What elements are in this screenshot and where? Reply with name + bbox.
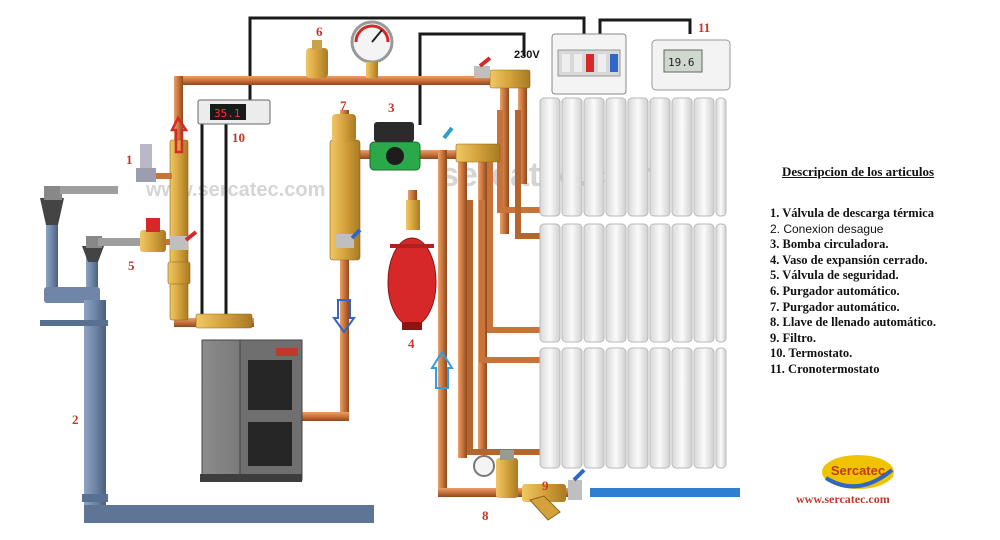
callout-10: 10 bbox=[232, 130, 245, 145]
electrical-panel: 230V bbox=[514, 33, 627, 95]
filter bbox=[522, 468, 586, 521]
legend-item-2: 2. Conexion desague bbox=[770, 221, 884, 236]
circulator-pump bbox=[369, 122, 421, 171]
brand-logo: Sercatec bbox=[798, 452, 918, 497]
callout-2: 2 bbox=[72, 412, 79, 427]
brass-fittings bbox=[167, 69, 531, 329]
legend-item-3: 3. Bomba circuladora. bbox=[770, 237, 889, 252]
radiator-top bbox=[539, 97, 727, 217]
legend-item-5: 5. Válvula de seguridad. bbox=[770, 268, 899, 283]
callout-1: 1 bbox=[126, 152, 133, 167]
callout-11: 11 bbox=[698, 20, 710, 35]
callout-6: 6 bbox=[316, 24, 323, 39]
automatic-fill-valve bbox=[473, 450, 518, 498]
voltage-label: 230V bbox=[514, 49, 540, 61]
legend: Descripcion de los articulos 1. Válvula … bbox=[762, 164, 994, 378]
legend-item-6: 6. Purgador automático. bbox=[770, 283, 900, 298]
legend-item-9: 9. Filtro. bbox=[770, 330, 816, 345]
chronothermostat: 19.6 bbox=[651, 39, 731, 91]
thermal-discharge-valve bbox=[136, 144, 172, 182]
brand-name: Sercatec bbox=[831, 463, 885, 478]
automatic-air-vent-top bbox=[306, 40, 328, 78]
callout-3: 3 bbox=[388, 100, 395, 115]
flow-arrow-up-cyan bbox=[430, 350, 454, 389]
website-link[interactable]: www.sercatec.com bbox=[796, 492, 890, 506]
automatic-air-vent-7 bbox=[332, 114, 356, 142]
radiator-middle bbox=[539, 223, 727, 343]
flow-arrow-down-blue bbox=[332, 299, 356, 334]
callout-7: 7 bbox=[340, 98, 347, 113]
callout-8: 8 bbox=[482, 508, 489, 523]
flow-arrow-up-red bbox=[169, 115, 189, 154]
expansion-vessel bbox=[387, 200, 437, 330]
ball-valve-handles bbox=[170, 56, 492, 250]
legend-item-8: 8. Llave de llenado automático. bbox=[770, 315, 936, 330]
callout-5: 5 bbox=[128, 258, 135, 273]
drain-pipe bbox=[40, 225, 374, 523]
copper-pipes bbox=[174, 76, 578, 497]
legend-title: Descripcion de los articulos bbox=[782, 164, 935, 179]
legend-item-11: 11. Cronotermostato bbox=[770, 361, 880, 376]
watermark-small: www.sercatec.com bbox=[145, 179, 325, 201]
thermostat-10: 35.1 bbox=[197, 99, 271, 125]
thermostat-display: 35.1 bbox=[214, 107, 241, 120]
radiator-bottom bbox=[539, 347, 727, 469]
legend-item-1: 1. Válvula de descarga térmica bbox=[770, 206, 934, 220]
cold-water-pipe bbox=[590, 488, 740, 497]
legend-list: 1. Válvula de descarga térmica 2. Conexi… bbox=[770, 206, 994, 378]
callout-4: 4 bbox=[408, 336, 415, 351]
pressure-gauge-top bbox=[350, 20, 394, 78]
boiler bbox=[200, 339, 303, 482]
chrono-display: 19.6 bbox=[668, 56, 695, 69]
callout-9: 9 bbox=[542, 478, 549, 493]
legend-item-4: 4. Vaso de expansión cerrado. bbox=[770, 252, 928, 267]
legend-item-10: 10. Termostato. bbox=[770, 346, 853, 361]
legend-item-7: 7. Purgador automático. bbox=[770, 299, 900, 314]
